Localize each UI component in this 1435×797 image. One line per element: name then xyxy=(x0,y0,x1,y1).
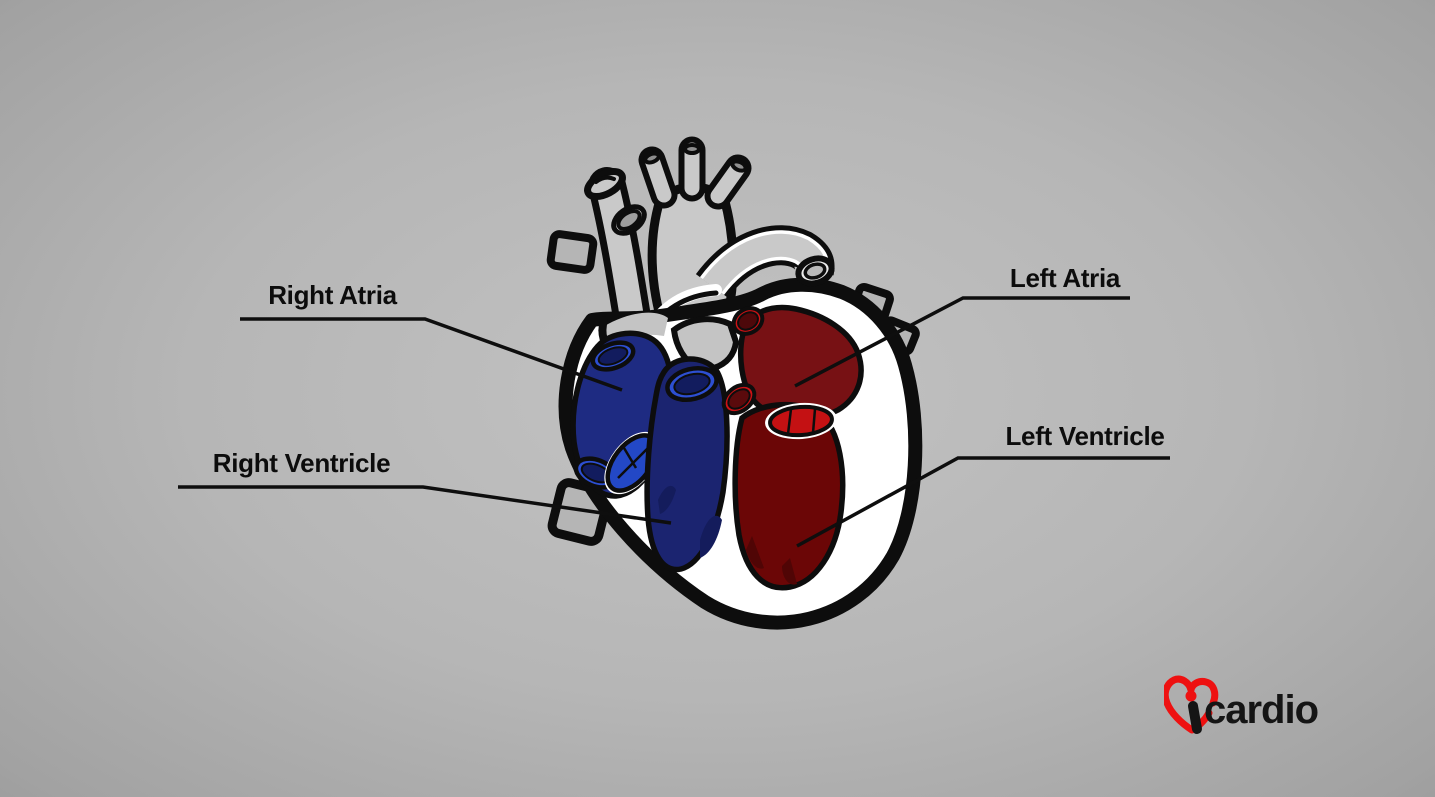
label-left-ventricle: Left Ventricle xyxy=(1005,421,1165,451)
logo-letter-i-stem xyxy=(1188,701,1202,734)
aorta-opening xyxy=(795,255,835,287)
leader-line-left-atria xyxy=(794,296,1130,388)
leader-lines xyxy=(178,296,1170,548)
leader-line-left-ventricle xyxy=(796,456,1170,548)
brand-logo: cardio xyxy=(1164,668,1404,748)
heart-logo-icon xyxy=(1164,675,1219,734)
label-right-ventricle: Right Ventricle xyxy=(212,448,391,478)
right-ventricle-shape xyxy=(644,356,730,573)
leader-line-right-ventricle xyxy=(178,485,672,525)
label-right-atria: Right Atria xyxy=(268,280,397,310)
left-atrium-shape xyxy=(721,304,864,421)
mitral-valve xyxy=(765,402,837,440)
leader-line-right-atria xyxy=(240,317,623,392)
label-left-atria: Left Atria xyxy=(1009,263,1121,293)
brand-name: cardio xyxy=(1204,688,1319,732)
logo-letter-i-dot xyxy=(1185,690,1197,702)
arch-branches xyxy=(638,136,752,210)
